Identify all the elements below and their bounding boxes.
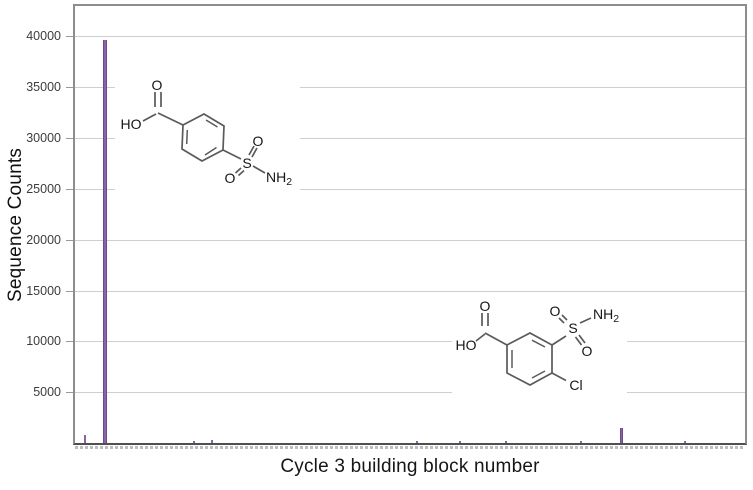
sulfonyl-o-bottom-label: O <box>582 343 593 359</box>
amide-label: NH2 <box>593 306 619 325</box>
gridline-15000 <box>75 290 745 292</box>
y-tick-mark-10000 <box>66 341 74 343</box>
bar-8 <box>620 427 623 443</box>
sulfur-label: S <box>242 155 251 171</box>
y-tick-label-15000: 15000 <box>26 283 61 298</box>
plot-area: O HO S O O NH2 <box>73 4 747 445</box>
gridline-5000 <box>75 392 745 394</box>
y-tick-mark-20000 <box>66 239 74 241</box>
gridline-35000 <box>75 87 745 89</box>
bar-0 <box>84 434 86 443</box>
y-tick-mark-30000 <box>66 138 74 140</box>
sulfonyl-o-bottom-label: O <box>225 170 236 186</box>
y-tick-label-5000: 5000 <box>33 385 61 400</box>
bar-1 <box>103 39 107 443</box>
bar-2 <box>193 440 195 443</box>
bar-7 <box>580 440 582 443</box>
y-tick-mark-5000 <box>66 392 74 394</box>
y-tick-label-35000: 35000 <box>26 80 61 95</box>
amide-label: NH2 <box>266 169 292 188</box>
x-axis-tick-strip <box>75 446 745 449</box>
bar-3 <box>211 440 213 443</box>
carbonyl-o-label: O <box>480 298 491 314</box>
gridline-10000 <box>75 341 745 343</box>
sulfonyl-o-top-label: O <box>550 303 561 319</box>
bar-5 <box>459 440 461 443</box>
y-tick-label-10000: 10000 <box>26 334 61 349</box>
bar-6 <box>505 441 507 443</box>
hydroxyl-label: HO <box>121 116 142 132</box>
carbonyl-o-label: O <box>152 77 163 93</box>
y-tick-label-30000: 30000 <box>26 131 61 146</box>
chart-layer <box>75 6 745 443</box>
gridline-20000 <box>75 239 745 241</box>
bar-9 <box>684 441 686 443</box>
molecule-structure-1: O HO S O O NH2 <box>115 60 300 200</box>
sulfur-label: S <box>568 320 577 336</box>
molecule-1-background <box>115 60 300 200</box>
y-tick-mark-35000 <box>66 87 74 89</box>
y-tick-mark-40000 <box>66 36 74 38</box>
hydroxyl-label: HO <box>456 337 477 353</box>
sulfonyl-o-top-label: O <box>253 133 264 149</box>
molecule-2-background <box>452 295 627 400</box>
y-tick-mark-15000 <box>66 290 74 292</box>
molecule-2-svg: O HO S O NH2 O Cl <box>452 295 627 400</box>
y-tick-label-40000: 40000 <box>26 29 61 44</box>
molecule-1-svg: O HO S O O NH2 <box>115 60 300 200</box>
chlorine-label: Cl <box>569 377 582 393</box>
gridline-30000 <box>75 138 745 140</box>
y-axis-title: Sequence Counts <box>5 147 26 303</box>
gridline-25000 <box>75 188 745 190</box>
molecule-structure-2: O HO S O NH2 O Cl <box>452 295 627 400</box>
y-tick-label-20000: 20000 <box>26 232 61 247</box>
gridline-40000 <box>75 36 745 38</box>
bar-4 <box>416 441 418 443</box>
y-tick-label-25000: 25000 <box>26 181 61 196</box>
x-axis-title: Cycle 3 building block number <box>280 456 540 477</box>
y-tick-mark-25000 <box>66 188 74 190</box>
